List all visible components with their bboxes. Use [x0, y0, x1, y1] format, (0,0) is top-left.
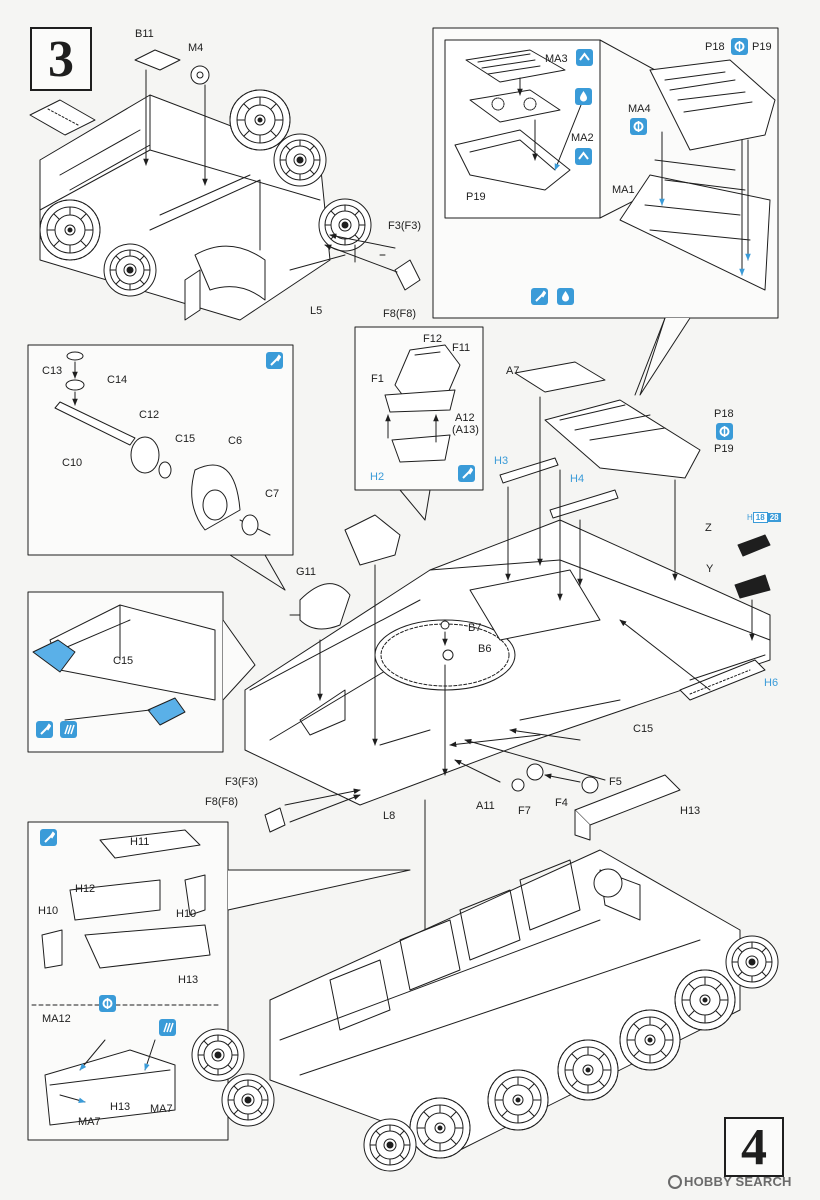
label-c14: C14	[107, 374, 128, 386]
photo-etch-icon	[716, 423, 733, 440]
label-h10-left: H10	[38, 905, 59, 917]
label-ma7-right: MA7	[150, 1103, 173, 1115]
inset-stowage-bins	[27, 821, 411, 1141]
label-c15-b: C15	[113, 655, 134, 667]
hobby-search-logo-icon	[668, 1175, 682, 1189]
label-p19-inset-r: P19	[752, 41, 772, 53]
label-a12: A12	[455, 412, 475, 424]
label-c12: C12	[139, 409, 160, 421]
drill-hole-icon	[60, 721, 77, 738]
label-f11: F11	[452, 342, 471, 354]
label-c15-c: C15	[633, 723, 654, 735]
label-h2: H2	[370, 471, 385, 483]
label-ma3: MA3	[545, 53, 568, 65]
label-h13-pe: H13	[110, 1101, 131, 1113]
label-f4: F4	[555, 797, 568, 809]
label-h12: H12	[75, 883, 96, 895]
label-a13: (A13)	[452, 424, 479, 436]
label-f3-top: F3(F3)	[388, 220, 421, 232]
label-ma4: MA4	[628, 103, 651, 115]
photo-etch-icon	[731, 38, 748, 55]
label-a11: A11	[476, 800, 495, 812]
inset-drive-sprocket	[27, 344, 294, 591]
photo-etch-icon	[630, 118, 647, 135]
label-ma1: MA1	[612, 184, 635, 196]
photo-etch-icon	[99, 995, 116, 1012]
paint-brush-icon	[36, 721, 53, 738]
paint-brush-icon	[458, 465, 475, 482]
label-b7: B7	[468, 622, 482, 634]
label-c10: C10	[62, 457, 83, 469]
drill-hole-icon	[159, 1019, 176, 1036]
inset-etched-grilles	[432, 27, 779, 319]
step-number-3: 3	[30, 27, 92, 91]
label-y: Y	[706, 563, 714, 575]
label-p18-inset: P18	[705, 41, 725, 53]
label-h6: H6	[764, 677, 779, 689]
paint-brush-icon	[531, 288, 548, 305]
label-p18: P18	[714, 408, 734, 420]
watermark: HOBBY SEARCH	[668, 1174, 792, 1189]
label-l8: L8	[383, 810, 396, 822]
label-h13-right: H13	[680, 805, 701, 817]
label-c6: C6	[228, 435, 243, 447]
label-f8-bottom: F8(F8)	[205, 796, 238, 808]
label-g11: G11	[296, 566, 316, 578]
label-h13-left: H13	[178, 974, 199, 986]
label-f3-bottom: F3(F3)	[225, 776, 258, 788]
label-b6: B6	[478, 643, 492, 655]
label-f1: F1	[371, 373, 384, 385]
inset-fender-detail	[27, 591, 256, 753]
step-number-4: 4	[724, 1117, 784, 1177]
label-h10-right: H10	[176, 908, 197, 920]
label-f5: F5	[609, 776, 622, 788]
label-ma12: MA12	[42, 1013, 71, 1025]
paint-brush-icon	[266, 352, 283, 369]
cement-drop-icon	[557, 288, 574, 305]
label-p19: P19	[714, 443, 734, 455]
label-p19-inset: P19	[466, 191, 486, 203]
label-c15-a: C15	[175, 433, 196, 445]
cement-drop-icon	[575, 88, 592, 105]
paint-brush-icon	[40, 829, 57, 846]
label-f12: F12	[423, 333, 442, 345]
label-l5: L5	[310, 305, 323, 317]
bend-part-icon	[575, 148, 592, 165]
label-ma2: MA2	[571, 132, 594, 144]
label-m4: M4	[188, 42, 204, 54]
step4-hull-top	[244, 361, 771, 1071]
step3-assembly	[29, 49, 421, 321]
label-c13: C13	[42, 365, 63, 377]
inset-hatch-assembly	[354, 326, 484, 521]
label-b11: B11	[135, 28, 154, 40]
bend-part-icon	[576, 49, 593, 66]
label-h4: H4	[570, 473, 585, 485]
label-h3: H3	[494, 455, 509, 467]
label-c7: C7	[265, 488, 280, 500]
label-a7: A7	[506, 365, 520, 377]
label-z: Z	[705, 522, 712, 534]
label-h11: H11	[130, 836, 150, 848]
label-ma7-left: MA7	[78, 1116, 101, 1128]
label-f7: F7	[518, 805, 531, 817]
step4-hull-lower	[191, 849, 779, 1172]
label-f8-top: F8(F8)	[383, 308, 416, 320]
